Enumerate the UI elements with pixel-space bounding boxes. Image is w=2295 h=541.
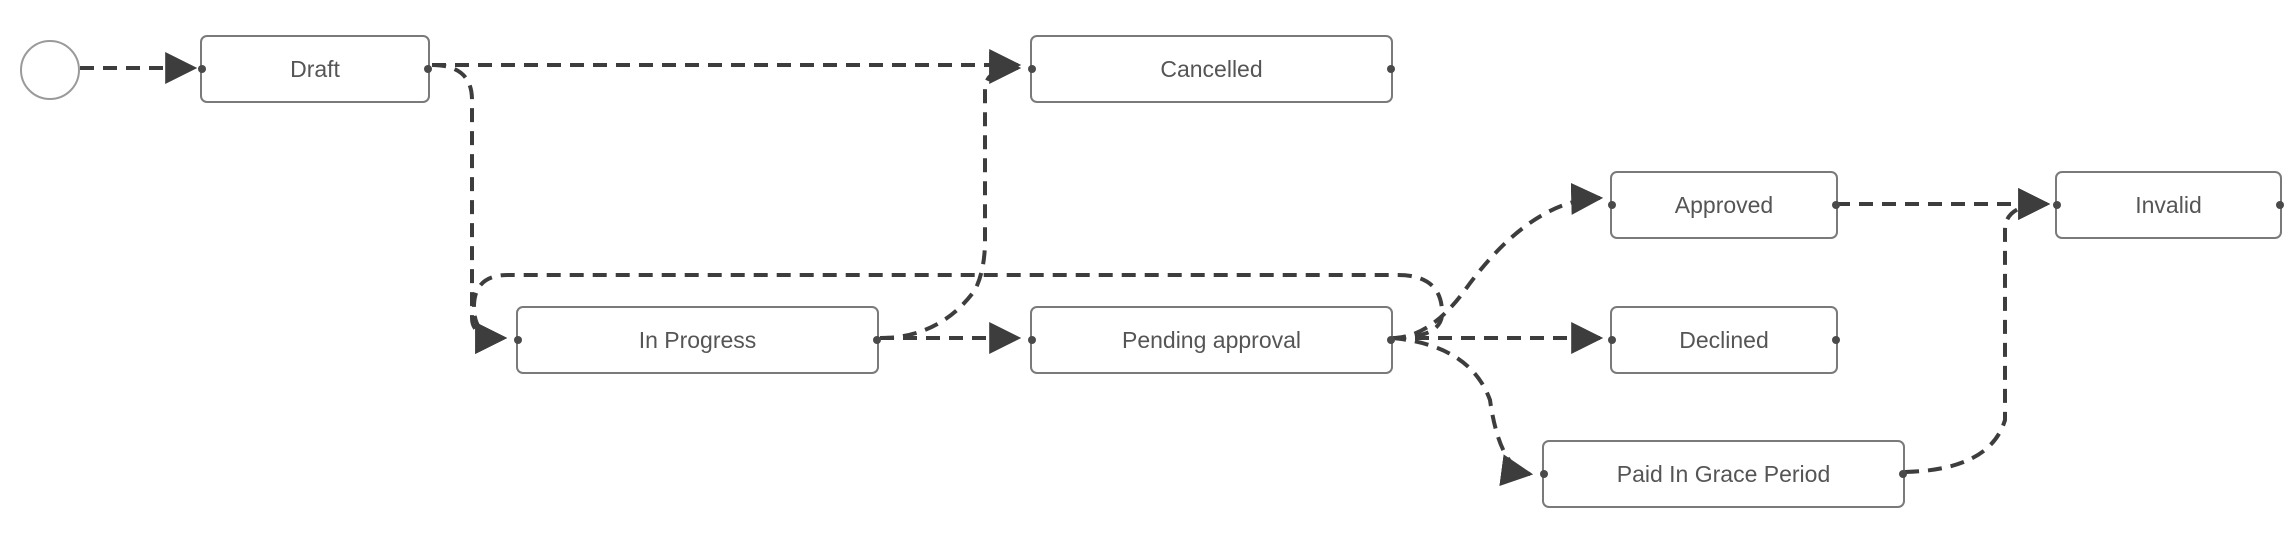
state-declined[interactable]: Declined (1608, 306, 1840, 374)
edge-pending-to-paid-grace[interactable] (1391, 336, 1534, 487)
state-in-progress[interactable]: In Progress (514, 306, 881, 374)
edge-pending-to-in-progress[interactable] (471, 273, 1445, 354)
port-in-icon (1608, 336, 1616, 344)
state-cancelled-label: Cancelled (1160, 55, 1263, 82)
start-node[interactable] (20, 40, 80, 100)
port-in-icon (2053, 201, 2061, 209)
edge-draft-to-in-progress[interactable] (431, 63, 508, 354)
port-in-icon (514, 336, 522, 344)
port-out-icon (1387, 336, 1395, 344)
state-invalid-label: Invalid (2135, 191, 2202, 218)
edge-pending-to-approved[interactable] (1391, 182, 1604, 340)
edge-in-progress-to-cancelled[interactable] (879, 52, 1022, 340)
port-out-icon (424, 65, 432, 73)
port-out-icon (1832, 336, 1840, 344)
state-draft-label: Draft (290, 55, 340, 82)
port-out-icon (1832, 201, 1840, 209)
port-out-icon (1899, 470, 1907, 478)
port-out-icon (1387, 65, 1395, 73)
state-approved-label: Approved (1674, 191, 1774, 218)
state-approved[interactable]: Approved (1608, 171, 1840, 239)
port-in-icon (1028, 336, 1036, 344)
state-pending-approval[interactable]: Pending approval (1028, 306, 1395, 374)
state-paid-in-grace-period-label: Paid In Grace Period (1616, 460, 1831, 487)
state-declined-label: Declined (1679, 326, 1769, 353)
port-in-icon (1540, 470, 1548, 478)
edge-paid-grace-to-invalid[interactable] (1904, 188, 2051, 474)
port-in-icon (1028, 65, 1036, 73)
state-cancelled[interactable]: Cancelled (1028, 35, 1395, 103)
state-pending-approval-label: Pending approval (1121, 326, 1302, 353)
port-in-icon (198, 65, 206, 73)
port-out-icon (873, 336, 881, 344)
state-invalid[interactable]: Invalid (2053, 171, 2284, 239)
state-paid-in-grace-period[interactable]: Paid In Grace Period (1540, 440, 1907, 508)
state-in-progress-label: In Progress (638, 326, 757, 353)
port-in-icon (1608, 201, 1616, 209)
state-draft[interactable]: Draft (198, 35, 432, 103)
port-out-icon (2276, 201, 2284, 209)
